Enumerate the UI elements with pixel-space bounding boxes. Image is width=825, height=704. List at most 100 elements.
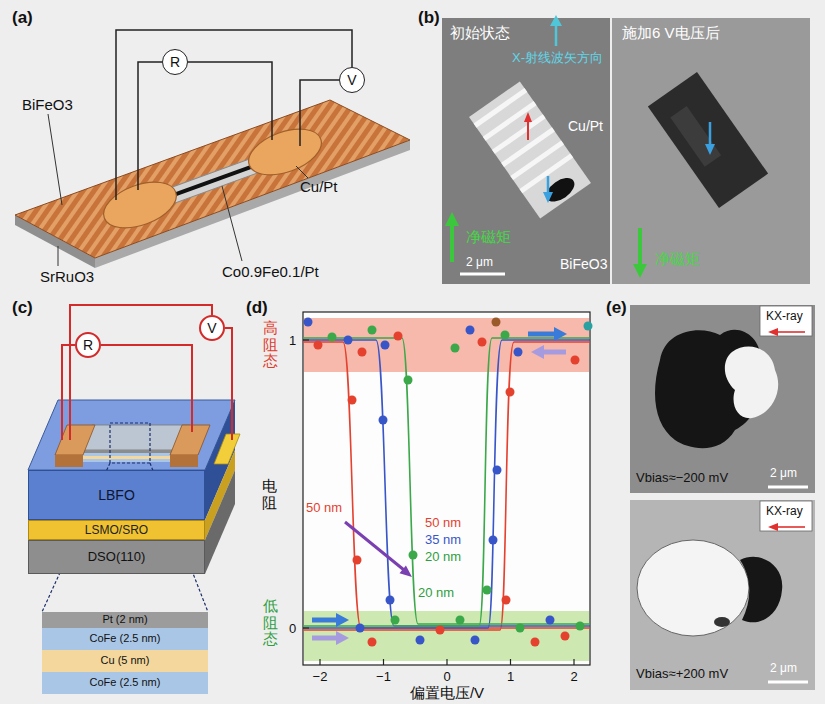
- resistance-plot: [345, 522, 404, 570]
- resistance-plot: [381, 341, 390, 350]
- layer-stack-3d: [28, 400, 235, 470]
- node-text: Pt (2 nm): [102, 613, 147, 626]
- device-sketch: [170, 157, 260, 203]
- node-text: DSO(110): [88, 549, 146, 565]
- domain-image: [630, 500, 815, 690]
- resistance-plot: [303, 312, 593, 665]
- material-label: Cu/Pt: [568, 118, 603, 135]
- resistance-plot: [554, 327, 567, 341]
- resistance-plot: [573, 659, 574, 665]
- material-label: BiFeO3: [22, 96, 73, 114]
- circuit-wire: [225, 328, 232, 440]
- moment-arrow: [709, 122, 712, 146]
- scale-label: 2 μm: [466, 255, 493, 269]
- device-sketch: [242, 120, 327, 184]
- resistance-plot: [502, 596, 511, 605]
- state-label: 施加6 V电压后: [622, 24, 720, 42]
- device-sketch: [174, 163, 256, 196]
- resistance-plot: [483, 586, 492, 595]
- panel-letter: (a): [12, 8, 33, 28]
- leader-line: [58, 246, 59, 266]
- circuit-wire: [62, 305, 232, 440]
- domain-image: [630, 305, 815, 690]
- resistance-plot: [478, 338, 487, 347]
- resistance-plot: [493, 466, 502, 475]
- meter-circle: R: [75, 332, 101, 358]
- node-text: R: [83, 337, 93, 354]
- meter-circle: R: [162, 49, 188, 75]
- moment-arrow: [555, 24, 558, 46]
- xmcd-image: [492, 114, 546, 154]
- node-text: CoFe (2.5 nm): [90, 676, 161, 689]
- series-label: 35 nm: [425, 532, 461, 548]
- panel-letter: (c): [12, 298, 33, 318]
- axis-tick: 1: [507, 669, 514, 685]
- resistance-plot: [576, 622, 585, 631]
- leader-line: [48, 114, 62, 205]
- resistance-plot: [379, 416, 388, 425]
- state-label: 初始状态: [450, 24, 510, 42]
- resistance-plot: [319, 659, 320, 665]
- device-sketch: [15, 100, 410, 268]
- resistance-plot: [356, 624, 365, 633]
- resistance-plot: [312, 618, 338, 623]
- stack-layer: Cu (5 nm): [42, 650, 208, 672]
- state-label: 高阻态: [263, 320, 278, 370]
- resistance-plot: [383, 659, 384, 665]
- circuit-wire: [62, 345, 75, 440]
- stack-layer: CoFe (2.5 nm): [42, 672, 208, 694]
- axis-tick: −1: [376, 669, 391, 685]
- moment-arrow: [445, 15, 715, 278]
- resistance-plot: [391, 616, 400, 625]
- xmcd-image: [474, 88, 528, 128]
- resistance-plot: [312, 327, 567, 645]
- axis-tick: 1: [289, 333, 296, 349]
- resistance-plot: [528, 332, 556, 337]
- resistance-plot: [416, 636, 425, 645]
- resistance-plot: [303, 340, 590, 626]
- material-label: Co0.9Fe0.1/Pt: [222, 263, 319, 281]
- xmcd-image: [648, 72, 768, 208]
- resistance-plot: [358, 348, 367, 357]
- layer-stack-3d: [80, 450, 178, 453]
- device-sketch: [170, 157, 260, 203]
- circuit-wire: [116, 30, 352, 200]
- xmcd-image: [510, 140, 564, 180]
- moment-arrow: [638, 228, 642, 266]
- domain-image: [776, 526, 805, 528]
- resistance-plot: [303, 340, 574, 665]
- material-label: Cu/Pt: [300, 178, 338, 196]
- layer-stack-3d: [28, 400, 240, 612]
- resistance-plot: [314, 341, 323, 350]
- moment-arrow: [547, 176, 550, 194]
- leader-line: [48, 114, 308, 266]
- resistance-plot: [571, 356, 580, 365]
- circuit-wire: [116, 30, 352, 200]
- resistance-plot: [353, 556, 362, 565]
- resistance-plot: [489, 536, 498, 545]
- leader-line: [296, 166, 308, 178]
- layer-stack-3d: [170, 455, 198, 467]
- resistance-plot: [466, 326, 475, 335]
- resistance-plot: [303, 342, 590, 630]
- moment-arrow: [705, 144, 715, 155]
- resistance-plot: [312, 636, 338, 641]
- resistance-plot: [492, 318, 501, 327]
- resistance-plot: [336, 631, 349, 645]
- resistance-plot: [303, 627, 309, 628]
- domain-image: [637, 540, 749, 636]
- resistance-plot: [303, 342, 590, 628]
- resistance-plot: [501, 331, 510, 340]
- resistance-plot: [516, 624, 525, 633]
- resistance-plot: [542, 350, 566, 355]
- layer-stack-3d: [80, 453, 178, 456]
- series-label: 50 nm: [425, 515, 461, 531]
- film-layer: LSMO/SRO: [28, 520, 205, 540]
- resistance-plot: [510, 659, 511, 665]
- resistance-plot: [584, 322, 593, 331]
- resistance-plot: [531, 345, 544, 359]
- resistance-plot: [303, 312, 590, 665]
- moment-label: 净磁矩: [655, 250, 700, 268]
